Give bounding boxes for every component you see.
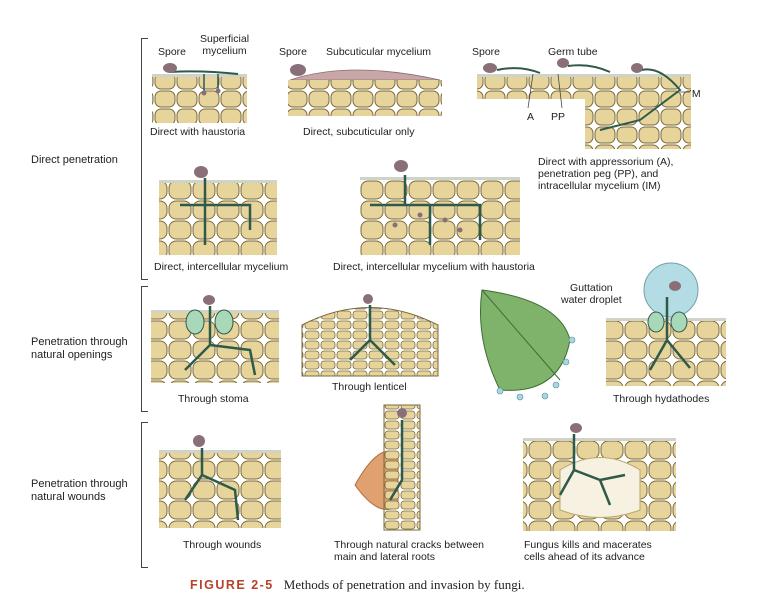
group-label-openings: Penetration through natural openings	[31, 336, 128, 361]
panel-direct-subcuticular	[288, 64, 442, 116]
label-spore-3: Spore	[472, 46, 501, 58]
panel-direct-intercellular	[159, 166, 277, 255]
panel-direct-appressorium	[477, 58, 691, 149]
panel-direct-haustoria	[152, 63, 247, 123]
figure-number: FIGURE 2-5	[190, 578, 274, 592]
panel-through-cracks	[354, 404, 421, 531]
bracket-openings	[141, 286, 148, 412]
label-spore-2: Spore	[279, 46, 308, 58]
caption-fungus-macerates: Fungus kills and macerates cells ahead o…	[524, 539, 652, 563]
caption-direct-intercellular-haustoria: Direct, intercellular mycelium with haus…	[333, 261, 535, 273]
label-superficial-mycelium: Superficial mycelium	[200, 33, 250, 57]
panel-through-wounds	[159, 435, 281, 528]
panel-direct-intercellular-haustoria	[360, 160, 520, 255]
group-label-wounds: Penetration through natural wounds	[31, 478, 128, 503]
caption-direct-intercellular: Direct, intercellular mycelium	[154, 261, 289, 273]
label-pp: PP	[551, 111, 566, 123]
panel-through-hydathodes	[606, 262, 726, 386]
bracket-wounds	[141, 422, 148, 568]
caption-direct-subcuticular: Direct, subcuticular only	[303, 126, 415, 138]
caption-through-lenticel: Through lenticel	[332, 381, 407, 393]
caption-through-stoma: Through stoma	[178, 393, 249, 405]
caption-through-cracks: Through natural cracks between main and …	[334, 539, 484, 563]
label-spore-1: Spore	[158, 46, 187, 58]
bracket-direct	[141, 38, 148, 280]
group-label-direct: Direct penetration	[31, 154, 118, 166]
label-germ-tube: Germ tube	[548, 46, 598, 58]
figure-caption: FIGURE 2-5 Methods of penetration and inv…	[190, 577, 525, 593]
panel-through-stoma	[151, 295, 279, 383]
caption-through-wounds: Through wounds	[183, 539, 262, 551]
panel-fungus-macerates	[523, 423, 676, 531]
label-im: IM	[689, 88, 701, 100]
figure-title: Methods of penetration and invasion by f…	[283, 577, 525, 592]
label-a: A	[527, 111, 535, 123]
caption-direct-haustoria: Direct with haustoria	[150, 126, 246, 138]
panel-through-lenticel	[301, 294, 439, 377]
label-guttation-droplet: Guttation water droplet	[561, 282, 622, 306]
caption-through-hydathodes: Through hydathodes	[613, 393, 710, 405]
panel-leaf	[480, 289, 576, 401]
label-subcuticular-mycelium: Subcuticular mycelium	[326, 46, 432, 58]
caption-direct-appressorium: Direct with appressorium (A), penetratio…	[538, 156, 674, 192]
